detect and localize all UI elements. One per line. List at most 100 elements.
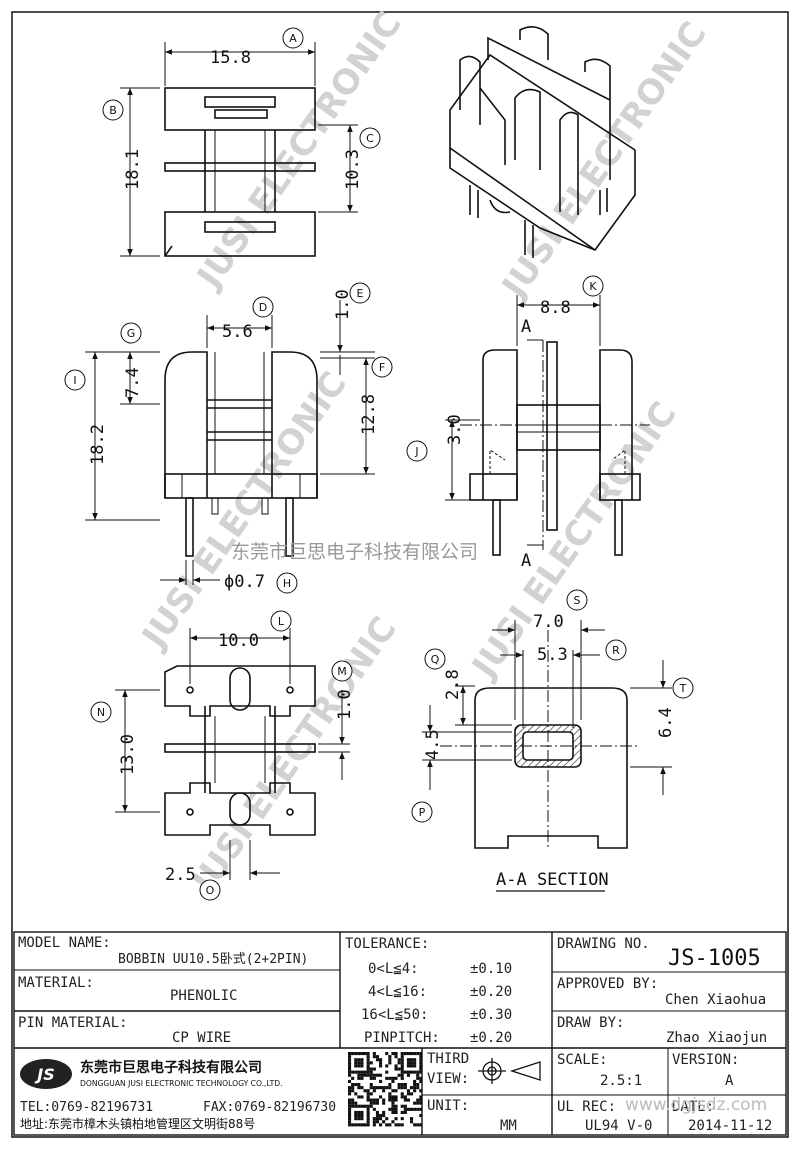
qr-module	[416, 1052, 420, 1056]
qr-module	[379, 1123, 383, 1127]
qr-module	[366, 1092, 370, 1096]
unit: MM	[500, 1118, 517, 1134]
material: PHENOLIC	[170, 988, 237, 1004]
qr-module	[354, 1070, 358, 1074]
qr-module	[369, 1083, 373, 1087]
qr-module	[372, 1086, 376, 1090]
scale-label: SCALE:	[557, 1052, 608, 1068]
section-marker-bottom: A	[521, 551, 531, 571]
callout-t: T	[672, 677, 694, 699]
callout-k: K	[582, 275, 604, 297]
qr-module	[410, 1064, 414, 1068]
qr-module	[382, 1101, 386, 1105]
qr-module	[388, 1123, 392, 1127]
qr-module	[397, 1086, 401, 1090]
callout-n: N	[90, 701, 112, 723]
svg-text:K: K	[589, 280, 597, 293]
qr-module	[391, 1104, 395, 1108]
qr-module	[351, 1098, 355, 1102]
qr-module	[394, 1123, 398, 1127]
qr-module	[363, 1089, 367, 1093]
qr-module	[416, 1123, 420, 1127]
qr-module	[391, 1095, 395, 1099]
third-angle-projection-icon	[478, 1058, 541, 1084]
qr-module	[354, 1064, 358, 1068]
qr-module	[416, 1107, 420, 1111]
qr-module	[419, 1055, 423, 1059]
qr-module	[403, 1104, 407, 1108]
qr-module	[406, 1061, 410, 1065]
company-en: DONGGUAN JUSI ELECTRONIC TECHNOLOGY CO.,…	[80, 1079, 283, 1088]
dim-o: 2.5	[165, 865, 196, 885]
qr-module	[379, 1079, 383, 1083]
qr-module	[413, 1064, 417, 1068]
qr-module	[354, 1052, 358, 1056]
qr-module	[397, 1058, 401, 1062]
qr-module	[360, 1095, 364, 1099]
qr-module	[354, 1104, 358, 1108]
dim-b: 18.1	[123, 149, 143, 190]
qr-module	[413, 1107, 417, 1111]
qr-module	[363, 1123, 367, 1127]
logo-text: JS	[34, 1065, 54, 1084]
dim-h: ϕ0.7	[224, 572, 265, 592]
qr-module	[416, 1086, 420, 1090]
qr-module	[382, 1086, 386, 1090]
qr-module	[360, 1117, 364, 1121]
callout-c: C	[359, 127, 381, 149]
qr-module	[375, 1098, 379, 1102]
callout-j: J	[406, 440, 428, 462]
qr-module	[372, 1123, 376, 1127]
qr-module	[369, 1101, 373, 1105]
qr-module	[391, 1052, 395, 1056]
qr-module	[413, 1083, 417, 1087]
qr-module	[400, 1058, 404, 1062]
callout-b: B	[102, 99, 124, 121]
qr-module	[354, 1061, 358, 1065]
svg-text:L: L	[278, 615, 285, 628]
callout-e: E	[349, 282, 371, 304]
qr-module	[348, 1114, 352, 1118]
qr-module	[357, 1086, 361, 1090]
qr-module	[357, 1117, 361, 1121]
qr-module	[372, 1076, 376, 1080]
svg-text:M: M	[337, 665, 347, 678]
callout-q: Q	[424, 648, 446, 670]
qr-module	[379, 1064, 383, 1068]
qr-module	[357, 1110, 361, 1114]
qr-module	[360, 1076, 364, 1080]
qr-module	[360, 1061, 364, 1065]
qr-module	[394, 1055, 398, 1059]
qr-module	[419, 1067, 423, 1071]
dim-l: 10.0	[218, 631, 259, 651]
qr-module	[410, 1107, 414, 1111]
qr-module	[410, 1117, 414, 1121]
qr-module	[403, 1083, 407, 1087]
qr-module	[385, 1070, 389, 1074]
qr-module	[354, 1092, 358, 1096]
approved-label: APPROVED BY:	[557, 976, 658, 992]
svg-text:D: D	[259, 301, 267, 314]
qr-module	[400, 1061, 404, 1065]
qr-module	[372, 1117, 376, 1121]
qr-module	[406, 1098, 410, 1102]
dim-g: 7.4	[123, 367, 143, 398]
qr-module	[419, 1052, 423, 1056]
qr-module	[400, 1076, 404, 1080]
qr-module	[416, 1083, 420, 1087]
svg-text:O: O	[206, 884, 215, 897]
qr-module	[354, 1058, 358, 1062]
qr-module	[366, 1070, 370, 1074]
qr-module	[348, 1104, 352, 1108]
qr-module	[375, 1110, 379, 1114]
qr-module	[419, 1079, 423, 1083]
svg-text:Q: Q	[431, 653, 440, 666]
qr-module	[360, 1073, 364, 1077]
pin-material-label: PIN MATERIAL:	[18, 1015, 128, 1031]
date: 2014-11-12	[688, 1118, 772, 1134]
qr-module	[348, 1089, 352, 1093]
callout-a: A	[282, 27, 304, 49]
qr-module	[348, 1064, 352, 1068]
qr-module	[394, 1076, 398, 1080]
qr-module	[388, 1095, 392, 1099]
